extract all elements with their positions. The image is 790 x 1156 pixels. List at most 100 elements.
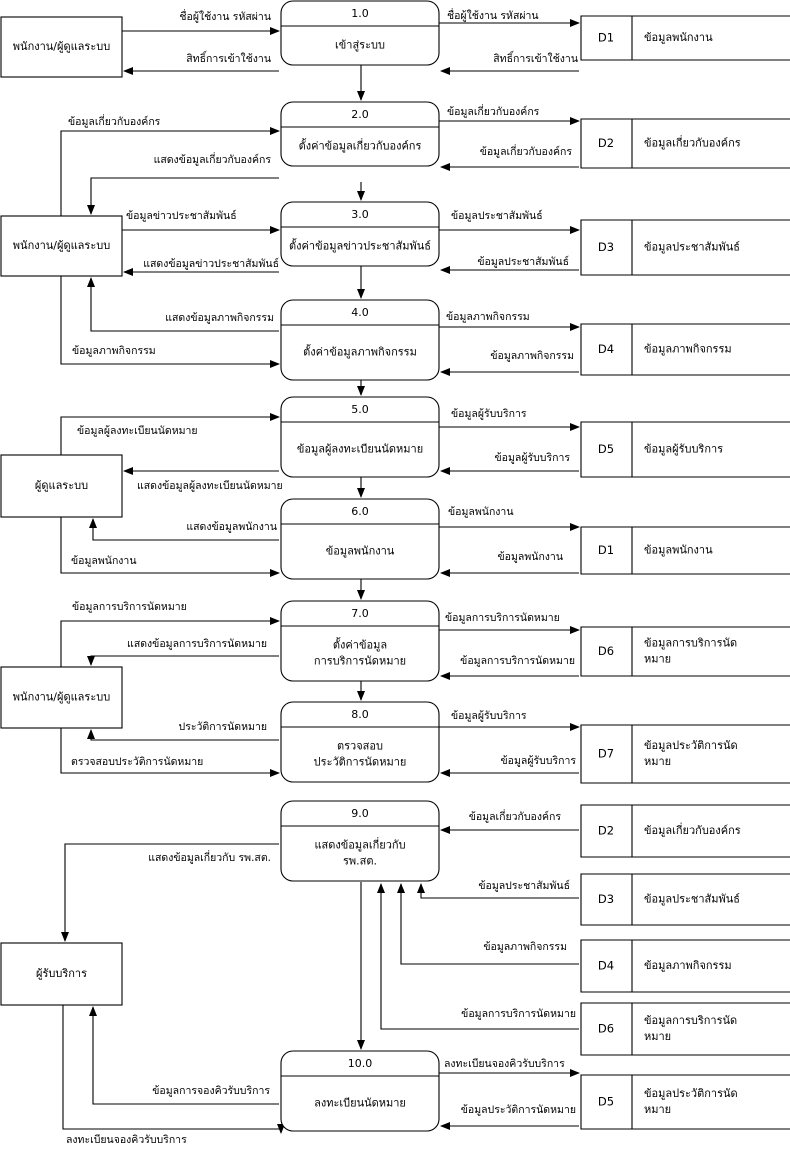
flow-label: ข้อมูลเกี่ยวกับองค์กร bbox=[480, 144, 573, 158]
process-name: ตรวจสอบ bbox=[337, 740, 383, 753]
flow-label: ข้อมูลผู้รับบริการ bbox=[451, 710, 527, 722]
flow-label: แสดงข้อมูลการบริการนัดหมาย bbox=[127, 638, 267, 650]
data-store-11 bbox=[580, 939, 790, 993]
flow-arrow bbox=[62, 1005, 285, 1134]
data-store-name: หมาย bbox=[644, 1103, 671, 1116]
process-name: ตั้งค่าข้อมูลเกี่ยวกับองค์กร bbox=[299, 138, 422, 153]
flow-arrow bbox=[377, 883, 579, 1030]
data-store-name: หมาย bbox=[644, 653, 671, 666]
data-store-6 bbox=[580, 526, 790, 575]
data-store-id: D4 bbox=[598, 959, 614, 973]
flow-label: ข้อมูลการบริการนัดหมาย bbox=[460, 655, 575, 667]
external-entity-e5 bbox=[0, 942, 123, 1006]
external-entity-label: พนักงาน/ผู้ดูแลระบบ bbox=[13, 40, 110, 53]
flow-label: ข้อมูลพนักงาน bbox=[448, 506, 514, 518]
data-store-8 bbox=[580, 724, 790, 784]
external-entity-e3 bbox=[0, 454, 123, 518]
flow-arrow bbox=[60, 728, 280, 777]
data-store-name: ข้อมูลพนักงาน bbox=[644, 31, 713, 44]
flow-label: ข้อมูลข่าวประชาสัมพันธ์ bbox=[126, 209, 237, 222]
flow-label: แสดงข้อมูลเกี่ยวกับ รพ.สต. bbox=[148, 850, 271, 864]
process-3 bbox=[280, 201, 440, 267]
flow-label: แสดงข้อมูลภาพกิจกรรม bbox=[165, 312, 274, 324]
flow-label: ชื่อผู้ใช้งาน รหัสผ่าน bbox=[447, 8, 539, 22]
process-name: ตั้งค่าข้อมูลข่าวประชาสัมพันธ์ bbox=[289, 238, 431, 253]
process-name: รพ.สต. bbox=[343, 855, 377, 868]
flow-label: ข้อมูลการจองคิวรับบริการ bbox=[152, 1085, 270, 1097]
data-store-id: D5 bbox=[598, 1095, 614, 1109]
data-store-name: ข้อมูลพนักงาน bbox=[644, 544, 713, 557]
flow-arrow bbox=[60, 617, 280, 667]
process-7 bbox=[280, 600, 440, 682]
flow-label: สิทธิ์การเข้าใช้งาน bbox=[186, 50, 271, 65]
data-store-name: ข้อมูลประชาสัมพันธ์ bbox=[644, 241, 740, 254]
process-number: 10.0 bbox=[348, 1057, 373, 1070]
external-entity-e4 bbox=[0, 666, 123, 729]
flow-label: ข้อมูลภาพกิจกรรม bbox=[446, 311, 530, 323]
data-store-name: ข้อมูลประวัติการนัด bbox=[644, 739, 738, 752]
process-5 bbox=[280, 396, 440, 478]
data-store-id: D3 bbox=[598, 240, 614, 254]
process-2 bbox=[280, 101, 440, 167]
flow-label: แสดงข้อมูลพนักงาน bbox=[186, 521, 277, 533]
data-store-10 bbox=[580, 873, 790, 926]
flow-label: ข้อมูลเกี่ยวกับองค์กร bbox=[469, 809, 562, 823]
flow-label: แสดงข้อมูลผู้ลงทะเบียนนัดหมาย bbox=[137, 479, 283, 492]
flow-arrow bbox=[397, 883, 579, 965]
flow-label: ข้อมูลพนักงาน bbox=[71, 555, 137, 567]
flow-arrow bbox=[89, 1006, 279, 1105]
flow-label: ลงทะเบียนจองคิวรับบริการ bbox=[66, 1133, 187, 1146]
external-entity-label: พนักงาน/ผู้ดูแลระบบ bbox=[13, 691, 110, 704]
data-store-name: ข้อมูลการบริการนัด bbox=[644, 1014, 737, 1027]
process-10 bbox=[280, 1050, 440, 1132]
data-store-id: D4 bbox=[598, 342, 614, 356]
process-name: ตั้งค่าข้อมูล bbox=[333, 637, 387, 652]
flow-label: ข้อมูลการบริการนัดหมาย bbox=[461, 1008, 576, 1020]
process-name: ข้อมูลพนักงาน bbox=[326, 545, 395, 558]
data-store-3 bbox=[580, 219, 790, 276]
flow-label: ข้อมูลการบริการนัดหมาย bbox=[445, 612, 560, 624]
flow-label: ข้อมูลภาพกิจกรรม bbox=[490, 350, 574, 362]
data-store-9 bbox=[580, 804, 790, 858]
data-store-13 bbox=[580, 1074, 790, 1130]
data-store-id: D6 bbox=[598, 644, 614, 658]
process-number: 5.0 bbox=[351, 403, 369, 416]
process-name: การบริการนัดหมาย bbox=[314, 655, 406, 668]
flow-label: ข้อมูลเกี่ยวกับองค์กร bbox=[447, 104, 540, 118]
process-name: ข้อมูลผู้ลงทะเบียนนัดหมาย bbox=[297, 443, 423, 456]
process-name: ตั้งค่าข้อมูลภาพกิจกรรม bbox=[303, 344, 417, 359]
process-number: 3.0 bbox=[351, 208, 369, 221]
flow-label: ข้อมูลภาพกิจกรรม bbox=[483, 941, 567, 953]
data-store-id: D5 bbox=[598, 442, 614, 456]
flow-arrow bbox=[417, 883, 579, 899]
data-store-id: D1 bbox=[598, 543, 614, 557]
data-store-id: D2 bbox=[598, 136, 614, 150]
flow-arrow bbox=[60, 276, 280, 368]
external-entity-label: ผู้รับบริการ bbox=[36, 967, 87, 980]
flow-arrow bbox=[87, 655, 279, 666]
process-number: 2.0 bbox=[351, 108, 369, 121]
flow-label: ตรวจสอบประวัติการนัดหมาย bbox=[71, 756, 203, 768]
data-store-4 bbox=[580, 323, 790, 376]
flow-label: ข้อมูลประชาสัมพันธ์ bbox=[477, 255, 569, 268]
data-store-name: หมาย bbox=[644, 1030, 671, 1043]
flow-arrow bbox=[60, 517, 280, 577]
data-store-id: D1 bbox=[598, 31, 614, 45]
process-name: เข้าสู่ระบบ bbox=[335, 39, 385, 52]
flow-label: ชื่อผู้ใช้งาน รหัสผ่าน bbox=[179, 9, 271, 23]
data-store-7 bbox=[580, 626, 790, 677]
process-number: 8.0 bbox=[351, 708, 369, 721]
data-store-id: D6 bbox=[598, 1022, 614, 1036]
data-store-name: ข้อมูลภาพกิจกรรม bbox=[644, 343, 732, 356]
flow-label: แสดงข้อมูลเกี่ยวกับองค์กร bbox=[154, 152, 272, 166]
data-store-5 bbox=[580, 421, 790, 478]
flow-arrow bbox=[87, 177, 279, 215]
flow-label: ข้อมูลประชาสัมพันธ์ bbox=[451, 209, 543, 222]
data-store-name: ข้อมูลเกี่ยวกับองค์กร bbox=[644, 135, 741, 150]
flow-label: แสดงข้อมูลข่าวประชาสัมพันธ์ bbox=[143, 257, 279, 270]
process-number: 9.0 bbox=[351, 807, 369, 820]
data-store-name: ข้อมูลประชาสัมพันธ์ bbox=[644, 893, 740, 906]
data-store-name: ข้อมูลการบริการนัด bbox=[644, 637, 737, 650]
flow-label: ข้อมูลผู้รับบริการ bbox=[495, 452, 571, 464]
data-store-id: D2 bbox=[598, 824, 614, 838]
